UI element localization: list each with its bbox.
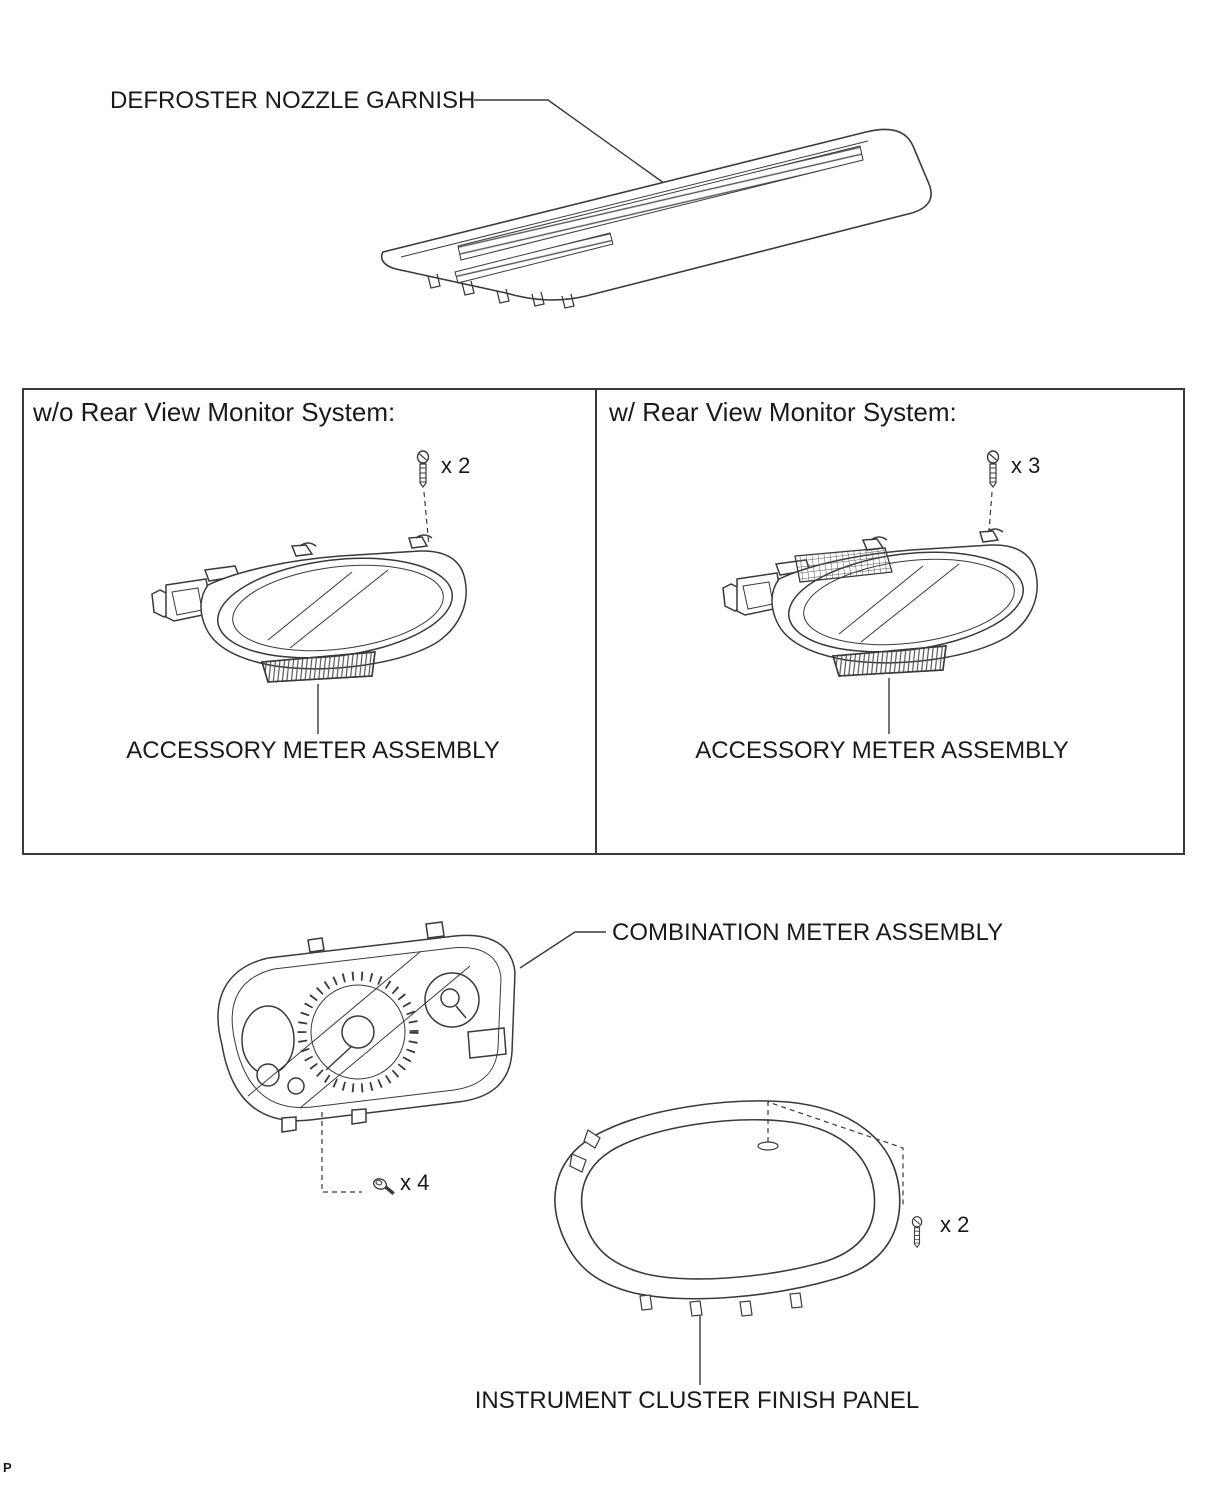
defroster-nozzle-garnish-drawing [380,128,932,309]
panel-screw-count: x 2 [940,1212,970,1237]
accessory-meter-left-drawing [151,450,467,734]
screw-icon [911,1216,923,1248]
right-screw-count: x 3 [1011,453,1041,478]
left-screw-count: x 2 [441,453,471,478]
screw-icon [986,450,1000,488]
monitor-grille [794,547,893,583]
finish-panel-drawing [554,1100,901,1317]
screw-icon [416,450,430,488]
right-accessory-meter-label: ACCESSORY METER ASSEMBLY [695,737,1069,764]
defroster-garnish-label: DEFROSTER NOZZLE GARNISH [110,87,476,114]
panel-screw-leader [767,1101,904,1208]
combination-meter-leader-line [519,931,606,969]
page-footer-mark: P [3,1460,12,1475]
meter-screw-count: x 4 [400,1170,430,1195]
left-accessory-meter-label: ACCESSORY METER ASSEMBLY [126,737,500,764]
finish-panel-label: INSTRUMENT CLUSTER FINISH PANEL [474,1387,920,1414]
defroster-leader-line [474,99,669,187]
left-panel-title: w/o Rear View Monitor System: [33,397,396,427]
right-panel-title: w/ Rear View Monitor System: [609,397,957,427]
combination-meter-drawing [217,921,516,1133]
bolt-icon [370,1175,399,1196]
accessory-meter-right-drawing [722,450,1038,734]
combination-meter-label: COMBINATION METER ASSEMBLY [612,919,1004,946]
options-box-border [22,388,1185,855]
